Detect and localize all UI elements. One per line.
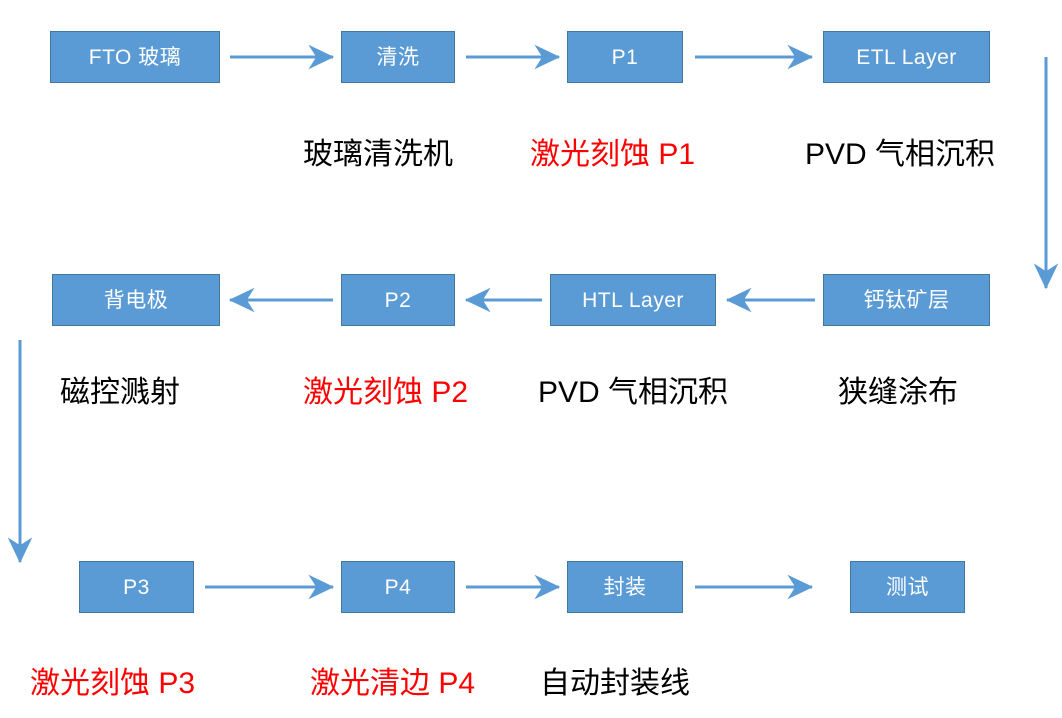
- process-node-back-electrode[interactable]: 背电极: [52, 274, 220, 326]
- caption-auto-packaging-line: 自动封装线: [540, 667, 690, 700]
- process-node-p3[interactable]: P3: [79, 561, 194, 613]
- process-node-label: P2: [384, 288, 412, 312]
- process-node-label: P1: [611, 45, 639, 69]
- process-node-perovskite[interactable]: 钙钛矿层: [823, 274, 990, 326]
- process-node-etl-layer[interactable]: ETL Layer: [823, 31, 990, 83]
- process-node-label: P3: [123, 575, 150, 599]
- caption-laser-p1: 激光刻蚀 P1: [530, 138, 696, 171]
- process-node-label: 清洗: [376, 45, 420, 69]
- process-node-label: 背电极: [103, 288, 169, 312]
- caption-laser-p3: 激光刻蚀 P3: [30, 667, 196, 700]
- caption-magnetron-sputtering: 磁控溅射: [60, 376, 180, 409]
- process-node-p1[interactable]: P1: [567, 31, 683, 83]
- process-node-label: ETL Layer: [856, 45, 957, 69]
- process-node-label: HTL Layer: [582, 288, 684, 312]
- caption-pvd-1: PVD 气相沉积: [805, 138, 996, 171]
- process-node-testing[interactable]: 测试: [850, 561, 965, 613]
- process-node-label: 封装: [603, 575, 647, 599]
- caption-slot-die-coating: 狭缝涂布: [838, 376, 958, 409]
- process-node-label: FTO 玻璃: [88, 45, 182, 69]
- caption-laser-edge-p4: 激光清边 P4: [310, 667, 476, 700]
- process-node-p2[interactable]: P2: [341, 274, 455, 326]
- process-node-label: 钙钛矿层: [863, 288, 950, 312]
- process-node-label: P4: [384, 575, 412, 599]
- process-node-p4[interactable]: P4: [341, 561, 455, 613]
- process-node-clean[interactable]: 清洗: [341, 31, 455, 83]
- caption-pvd-2: PVD 气相沉积: [538, 376, 729, 409]
- caption-glass-washer: 玻璃清洗机: [303, 138, 453, 171]
- process-node-fto-glass[interactable]: FTO 玻璃: [50, 31, 220, 83]
- process-node-htl-layer[interactable]: HTL Layer: [550, 274, 716, 326]
- caption-laser-p2: 激光刻蚀 P2: [303, 376, 469, 409]
- process-node-label: 测试: [886, 575, 929, 599]
- process-node-encapsulation[interactable]: 封装: [567, 561, 683, 613]
